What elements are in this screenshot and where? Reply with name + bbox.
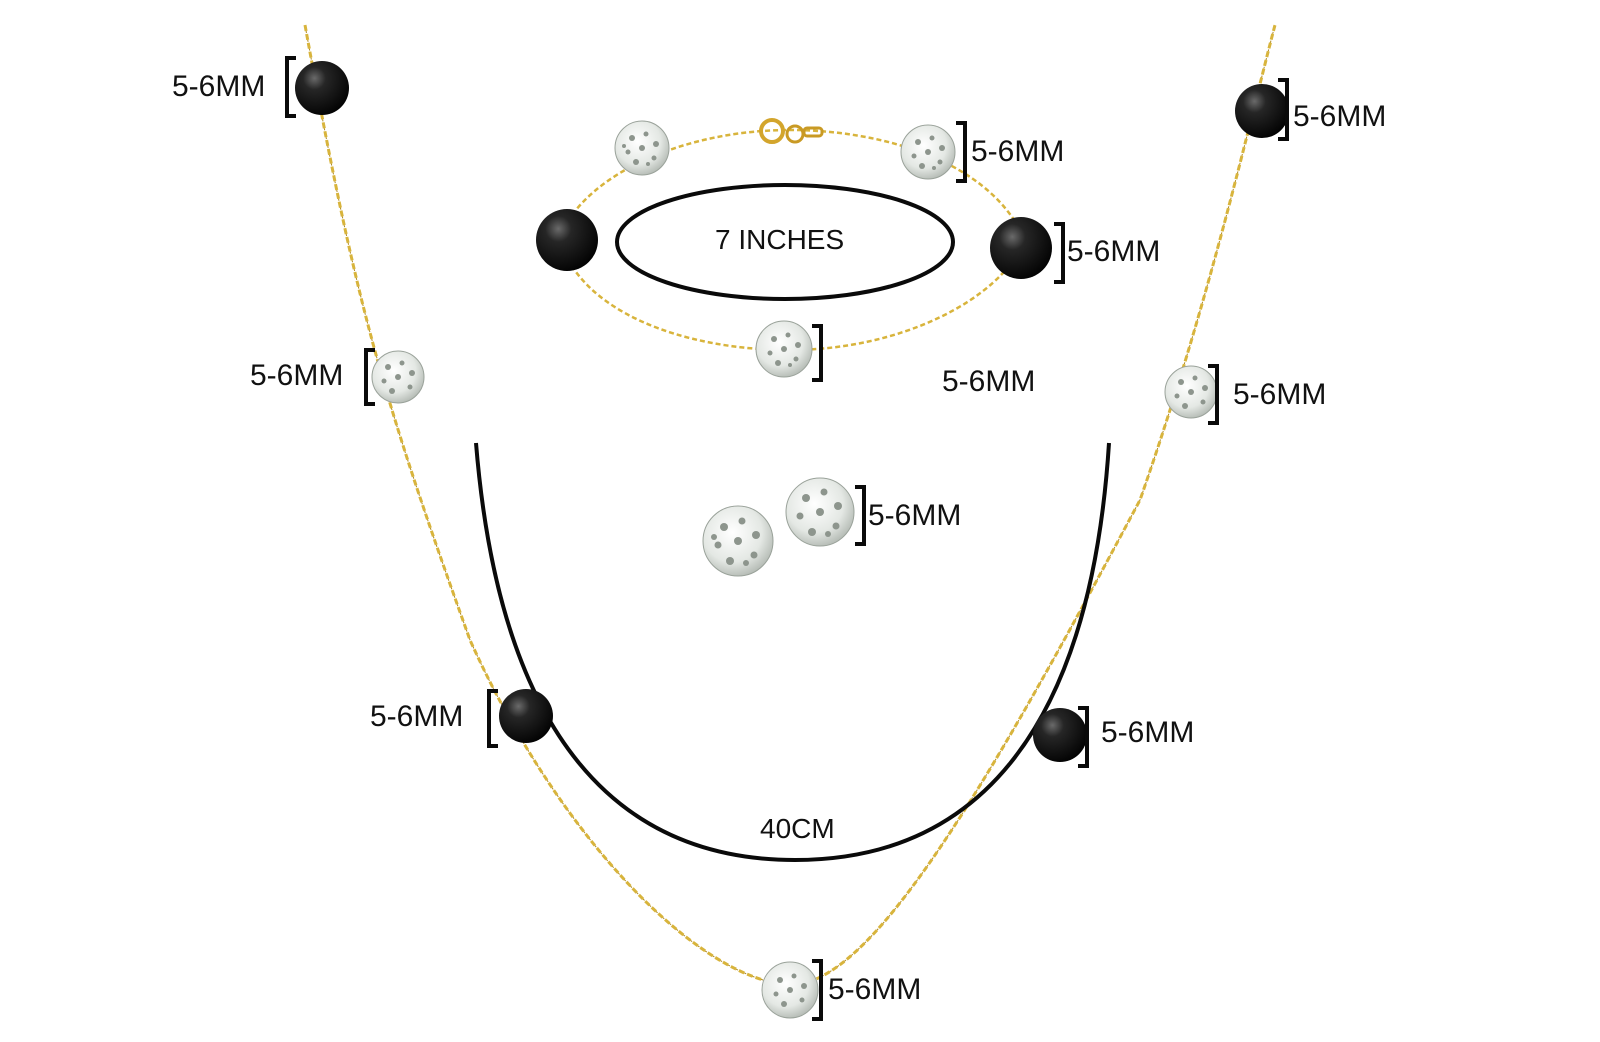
- measure-bracket-icon: [1078, 706, 1089, 768]
- necklace-chain: [303, 24, 1277, 987]
- measure-bracket-icon: [956, 121, 967, 183]
- measure-bracket-icon: [285, 56, 296, 118]
- crystal-ball-icon: [614, 120, 670, 176]
- size-label-bracelet-crystal-bottom: 5-6MM: [942, 365, 1036, 398]
- bracelet-length-label: 7 INCHES: [715, 224, 845, 255]
- size-label-bracelet-crystal: 5-6MM: [971, 135, 1065, 168]
- measure-bracket-icon: [1208, 364, 1219, 425]
- spring-ring-clasp-icon: [759, 118, 824, 144]
- bracelet-length-ellipse: [615, 183, 955, 301]
- size-label-necklace-crystal-left: 5-6MM: [250, 359, 344, 392]
- crystal-ball-icon: [900, 124, 956, 180]
- size-label-necklace-pearl-bottom-right: 5-6MM: [1101, 716, 1195, 749]
- black-pearl-icon: [1033, 708, 1087, 762]
- size-label-necklace-pearl-top-right: 5-6MM: [1293, 100, 1387, 133]
- measure-bracket-icon: [812, 959, 823, 1021]
- crystal-ball-icon: [371, 350, 425, 404]
- necklace-chain-shadow: [304, 24, 1276, 986]
- necklace-length-label: 40CM: [760, 813, 835, 844]
- crystal-ball-icon: [702, 505, 774, 577]
- crystal-ball-icon: [785, 477, 855, 547]
- necklace-length-curve: [474, 442, 1111, 863]
- size-label-necklace-pearl-bottom-left: 5-6MM: [370, 700, 464, 733]
- black-pearl-icon: [1235, 84, 1289, 138]
- measure-bracket-icon: [1054, 222, 1065, 284]
- black-pearl-icon: [499, 689, 553, 743]
- measure-bracket-icon: [487, 689, 498, 748]
- size-label-necklace-crystal-right: 5-6MM: [1233, 378, 1327, 411]
- measure-bracket-icon: [364, 348, 375, 406]
- size-label-necklace-crystal-bottom: 5-6MM: [828, 973, 922, 1006]
- size-label-necklace-pearl-top-left: 5-6MM: [172, 70, 266, 103]
- crystal-ball-icon: [755, 320, 813, 378]
- measure-bracket-icon: [812, 324, 823, 382]
- measure-bracket-icon: [855, 485, 866, 546]
- black-pearl-icon: [295, 61, 349, 115]
- crystal-ball-icon: [1164, 365, 1218, 419]
- black-pearl-icon: [536, 209, 598, 271]
- size-label-earrings: 5-6MM: [868, 499, 962, 532]
- black-pearl-icon: [990, 217, 1052, 279]
- measure-bracket-icon: [1278, 78, 1289, 141]
- crystal-ball-icon: [761, 961, 819, 1019]
- size-label-bracelet-pearl: 5-6MM: [1067, 235, 1161, 268]
